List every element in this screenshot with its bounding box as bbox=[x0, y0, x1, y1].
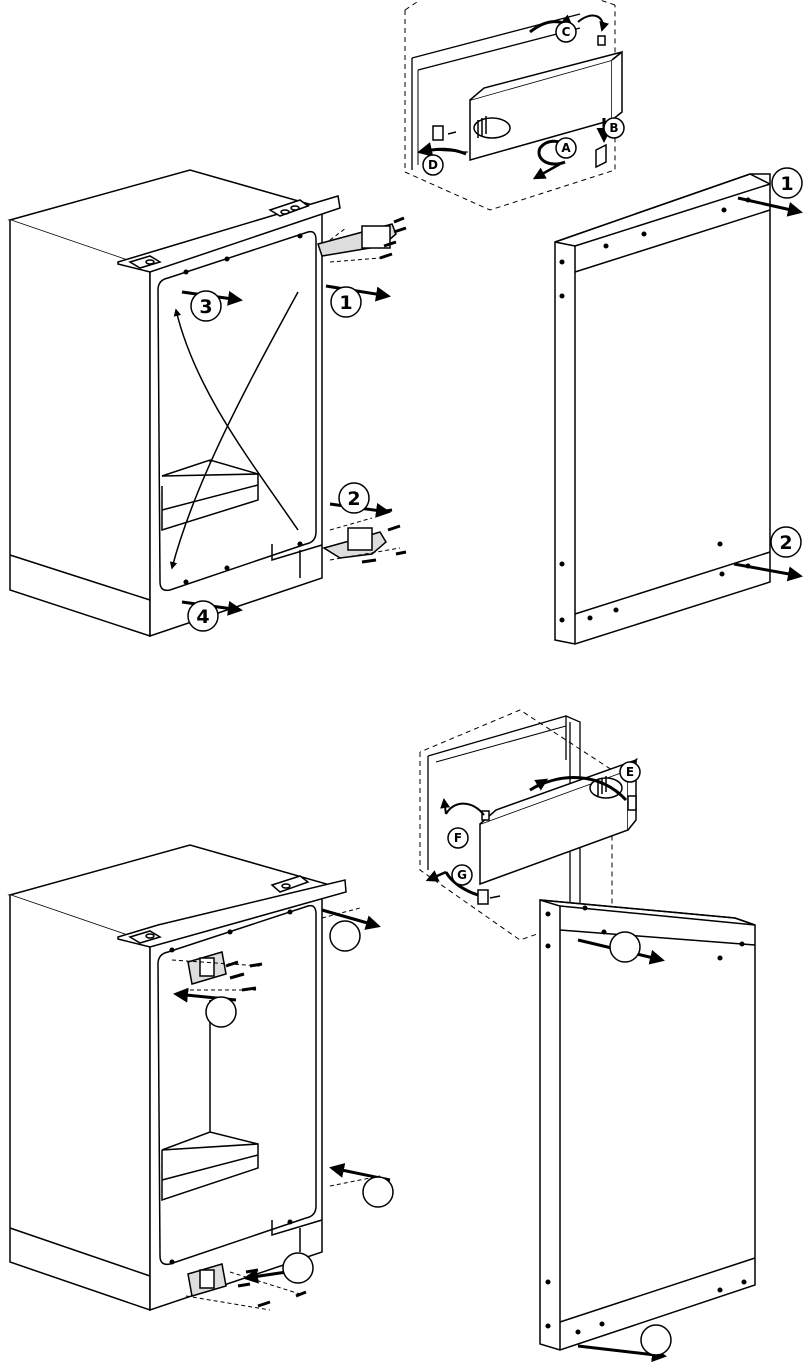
door-step-circle-2 bbox=[770, 526, 802, 558]
door-label-2: 2 bbox=[779, 532, 792, 554]
blank-step-circle bbox=[329, 920, 361, 952]
door-step-circle-1 bbox=[771, 167, 803, 199]
hinge-top-left-icon bbox=[171, 951, 263, 992]
detail-label-b bbox=[603, 117, 625, 139]
blank-step-circle bbox=[640, 1324, 672, 1356]
cabinet-top bbox=[7, 169, 341, 638]
detail-label-c bbox=[555, 21, 577, 43]
blank-step-circle bbox=[609, 931, 641, 963]
step-circle-4 bbox=[187, 600, 219, 632]
screw-cap-icon bbox=[597, 35, 606, 46]
top-detail-box bbox=[404, 0, 623, 211]
step-label-1: 1 bbox=[339, 292, 352, 314]
blank-step-circle bbox=[205, 996, 237, 1028]
blank-step-circle bbox=[282, 1252, 314, 1284]
bracket-icon bbox=[432, 125, 444, 141]
door-panel-top bbox=[554, 173, 771, 645]
detail-label-d bbox=[422, 154, 444, 176]
bottom-hinge-icon bbox=[322, 508, 407, 564]
detail-text-d: D bbox=[428, 158, 438, 172]
detail-label-g bbox=[451, 864, 473, 886]
detail-label-e bbox=[619, 761, 641, 783]
top-hinge-icon bbox=[317, 216, 407, 263]
detail-text-a: A bbox=[561, 141, 571, 155]
door-panel-bottom bbox=[539, 899, 756, 1351]
step-circle-2 bbox=[338, 482, 370, 514]
detail-text-f: F bbox=[454, 831, 462, 845]
door-label-1: 1 bbox=[780, 173, 793, 195]
detail-label-a bbox=[555, 137, 577, 159]
step-circle-1 bbox=[330, 286, 362, 318]
bottom-labels: E F G bbox=[454, 765, 634, 882]
detail-text-e: E bbox=[626, 765, 634, 779]
step-circle-3 bbox=[190, 290, 222, 322]
detail-text-b: B bbox=[609, 121, 618, 135]
step-label-3: 3 bbox=[199, 296, 212, 318]
clip-icon bbox=[595, 143, 607, 169]
bottom-figure bbox=[7, 709, 756, 1363]
step-label-2: 2 bbox=[347, 488, 360, 510]
detail-text-c: C bbox=[562, 25, 571, 39]
detail-text-g: G bbox=[457, 868, 467, 882]
detail-label-f bbox=[447, 827, 469, 849]
top-figure bbox=[7, 0, 803, 645]
blank-step-circle bbox=[362, 1176, 394, 1208]
cabinet-bottom bbox=[7, 844, 347, 1312]
step-label-4: 4 bbox=[196, 606, 209, 628]
top-labels: 1 2 3 4 1 2 A B C D bbox=[196, 25, 793, 628]
control-panel bbox=[469, 50, 623, 161]
